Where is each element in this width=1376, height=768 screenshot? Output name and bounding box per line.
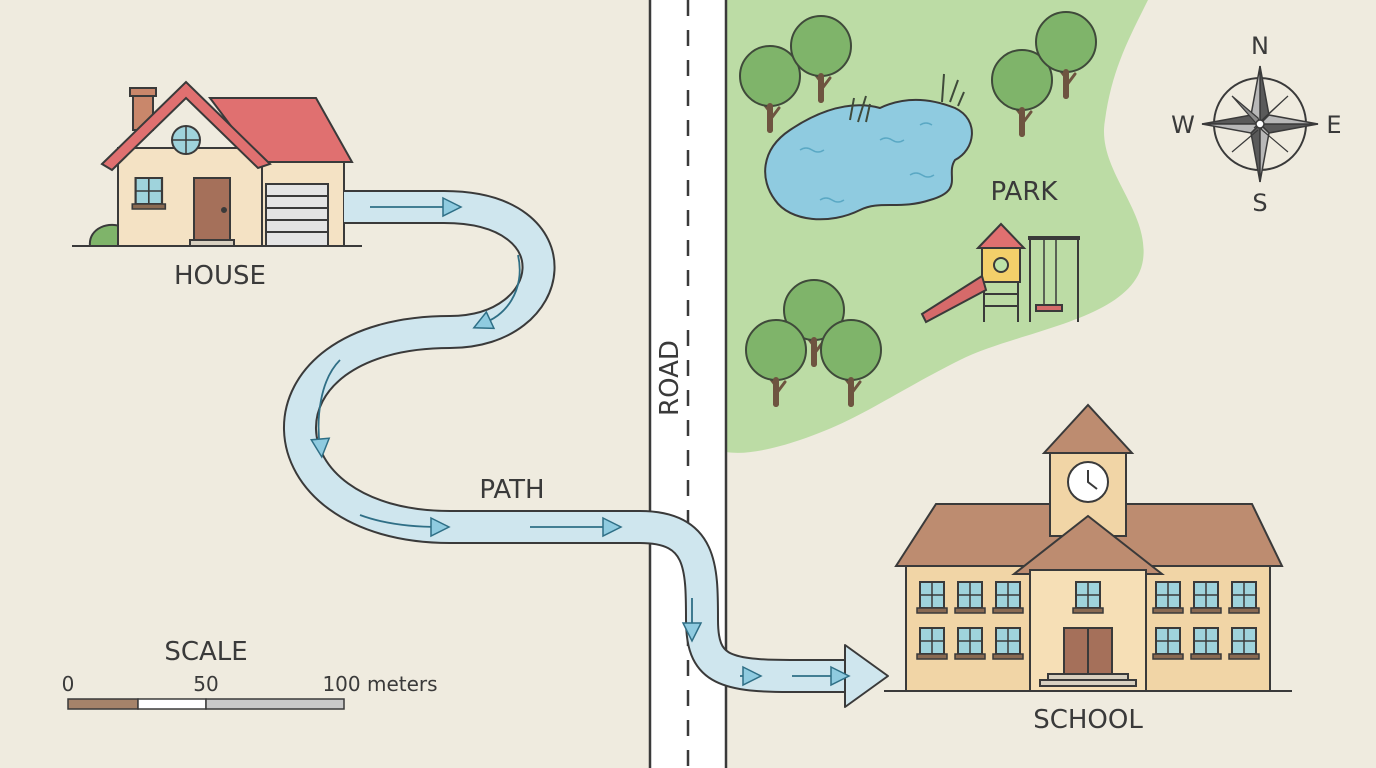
scale-tick-label: 50 [193, 672, 218, 696]
house-icon [72, 80, 362, 247]
school-label: SCHOOL [1033, 705, 1143, 735]
park-label: PARK [991, 177, 1059, 207]
path-route [283, 190, 889, 708]
pond [764, 73, 973, 221]
scale-segment [205, 698, 345, 710]
scale-tick-label: 0 [62, 672, 75, 696]
school-icon [884, 403, 1292, 692]
playground-icon [920, 222, 1080, 324]
compass-rose-icon [1201, 65, 1319, 183]
scale-title: SCALE [164, 637, 247, 667]
house-label: HOUSE [174, 261, 266, 291]
scale-segment [67, 698, 139, 710]
compass-south-label: S [1252, 189, 1267, 217]
road-label: ROAD [655, 340, 685, 416]
path-label: PATH [479, 475, 544, 505]
compass-north-label: N [1251, 32, 1269, 60]
scale-tick-label: 100 meters [322, 672, 437, 696]
scale-segment [137, 698, 207, 710]
compass-east-label: E [1326, 111, 1341, 139]
compass-west-label: W [1171, 111, 1195, 139]
scale-bar [67, 698, 345, 710]
